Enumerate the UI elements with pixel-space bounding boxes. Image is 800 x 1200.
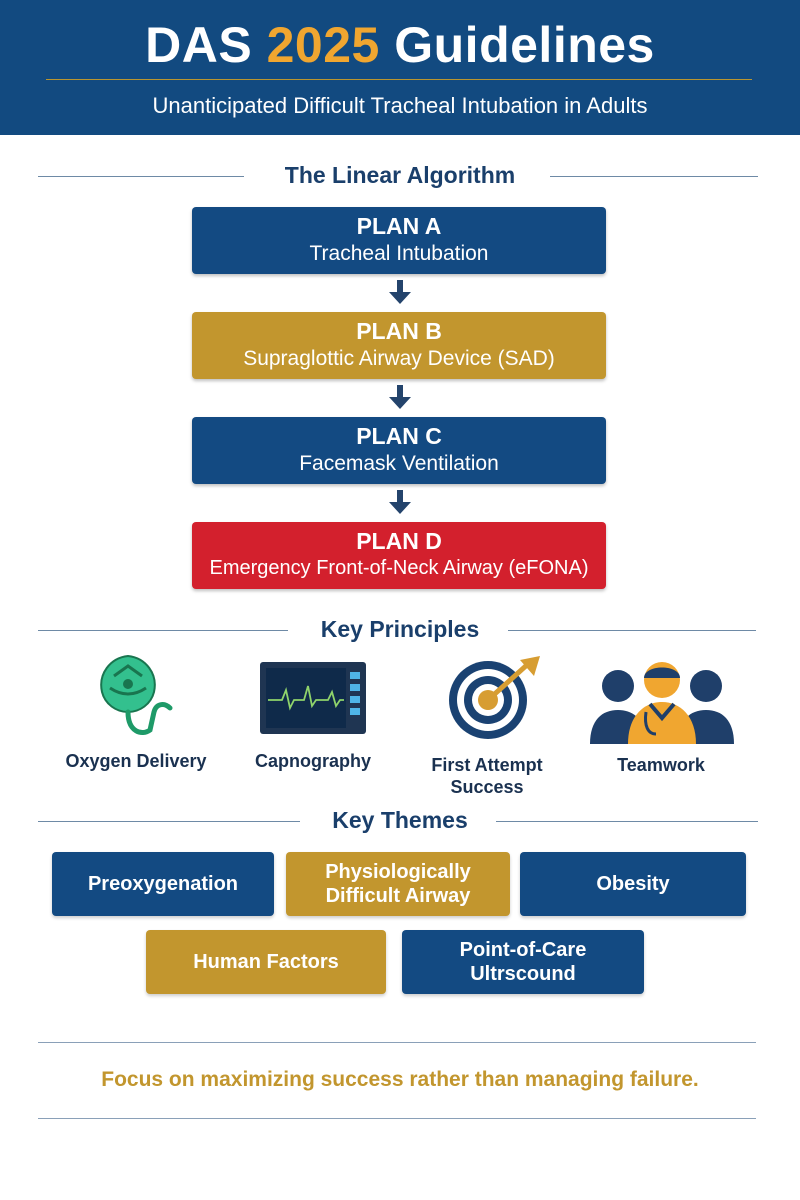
header-divider [46, 79, 752, 80]
principles-heading: Key Principles [0, 616, 800, 646]
heading-rule-left [38, 821, 300, 822]
theme-point-of-care-ultrasound: Point-of-Care Ultrscound [402, 930, 644, 994]
footer-tagline: Focus on maximizing success rather than … [101, 1068, 699, 1091]
theme-physiologically-difficult-airway: Physiologically Difficult Airway [286, 852, 510, 916]
arrow-down-icon [389, 280, 411, 304]
plan-a-subtitle: Tracheal Intubation [309, 242, 489, 265]
team-icon [590, 662, 734, 744]
heading-rule-right [550, 176, 758, 177]
heading-rule-left [38, 630, 288, 631]
oxygen-mask-icon [100, 654, 173, 736]
plan-b-subtitle: Supraglottic Airway Device (SAD) [243, 347, 555, 370]
themes-heading: Key Themes [0, 807, 800, 837]
principles-heading-text: Key Principles [320, 616, 480, 642]
page-title: DAS 2025 Guidelines [0, 16, 800, 74]
arrow-down-icon [389, 385, 411, 409]
principle-label: First Attempt Success [431, 755, 543, 797]
theme-preoxygenation: Preoxygenation [52, 852, 274, 916]
title-year: 2025 [266, 17, 380, 73]
title-prefix: DAS [145, 17, 253, 73]
footer-rule-top [38, 1042, 756, 1043]
heading-rule-right [496, 821, 758, 822]
principle-label: Teamwork [617, 755, 705, 775]
plan-d-box: PLAN D Emergency Front-of-Neck Airway (e… [192, 522, 606, 589]
plan-d-title: PLAN D [356, 528, 442, 554]
page-subtitle: Unanticipated Difficult Tracheal Intubat… [152, 93, 648, 118]
plan-d-subtitle: Emergency Front-of-Neck Airway (eFONA) [209, 557, 589, 579]
plan-b-box: PLAN B Supraglottic Airway Device (SAD) [192, 312, 606, 379]
algorithm-heading: The Linear Algorithm [0, 162, 800, 192]
plan-c-title: PLAN C [356, 423, 442, 449]
plan-a-title: PLAN A [356, 213, 442, 239]
principle-label: Oxygen Delivery [65, 751, 207, 771]
arrow-down-icon [389, 490, 411, 514]
themes-heading-text: Key Themes [332, 807, 468, 833]
target-icon [449, 656, 540, 739]
footer-rule-bottom [38, 1118, 756, 1119]
plan-c-subtitle: Facemask Ventilation [299, 452, 499, 475]
theme-human-factors: Human Factors [146, 930, 386, 994]
plan-a-box: PLAN A Tracheal Intubation [192, 207, 606, 274]
heading-rule-right [508, 630, 756, 631]
plan-c-box: PLAN C Facemask Ventilation [192, 417, 606, 484]
plan-b-title: PLAN B [356, 318, 442, 344]
capnography-monitor-icon [260, 662, 366, 734]
title-suffix: Guidelines [394, 17, 655, 73]
heading-rule-left [38, 176, 244, 177]
principle-label: Capnography [254, 751, 371, 771]
algorithm-heading-text: The Linear Algorithm [284, 162, 516, 188]
theme-obesity: Obesity [520, 852, 746, 916]
header-banner: DAS 2025 Guidelines Unanticipated Diffic… [0, 0, 800, 135]
